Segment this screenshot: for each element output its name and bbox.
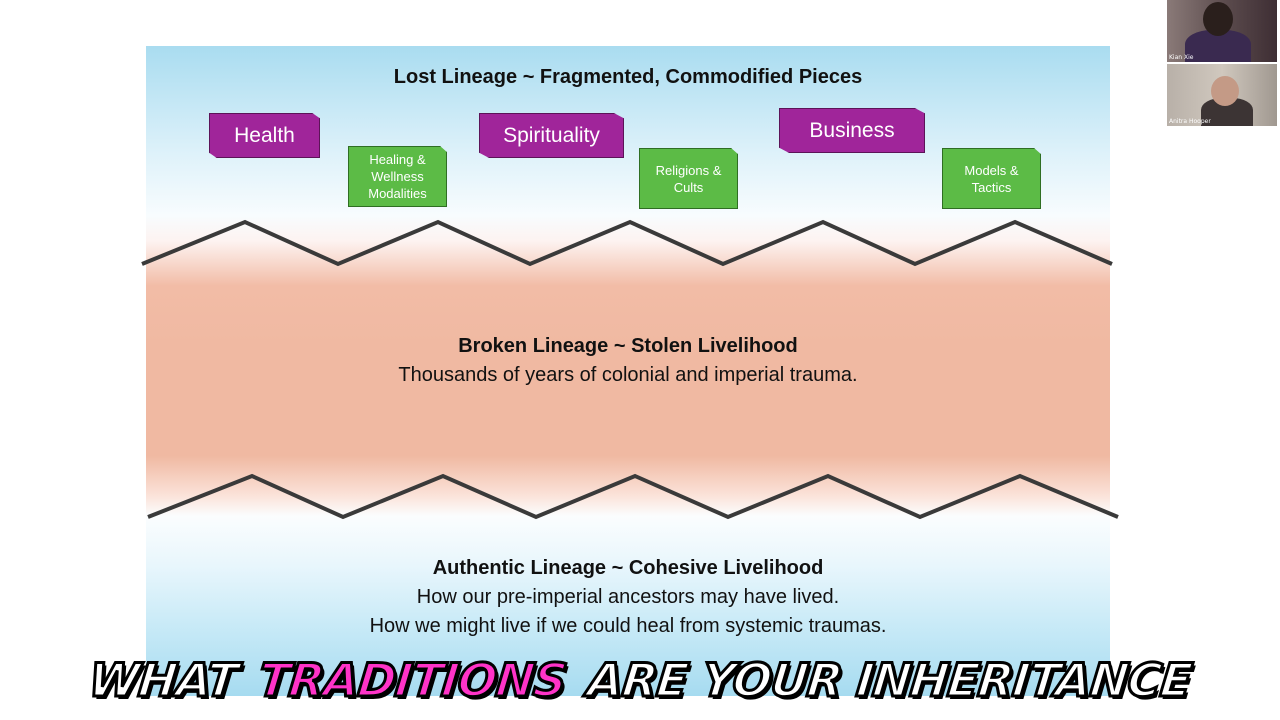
participant-video-2[interactable]: Anitra Hooper <box>1167 64 1277 126</box>
participant-video-1[interactable]: Kian Xie <box>1167 0 1277 62</box>
video-caption: WHAT TRADITIONS ARE YOUR INHERITANCE <box>0 640 1280 720</box>
participant-head <box>1203 2 1233 36</box>
chip-religions-cults: Religions & Cults <box>639 148 738 209</box>
chip-spirituality: Spirituality <box>479 113 624 158</box>
upper-zigzag-line <box>141 219 1113 267</box>
authentic-lineage-title: Authentic Lineage ~ Cohesive Livelihood <box>432 557 824 579</box>
chip-healing-wellness: Healing & Wellness Modalities <box>348 146 447 207</box>
chip-business: Business <box>779 108 925 153</box>
authentic-lineage-text-1: How our pre-imperial ancestors may have … <box>416 586 840 608</box>
caption-word-what: WHAT <box>85 652 242 709</box>
broken-lineage-title: Broken Lineage ~ Stolen Livelihood <box>458 335 798 357</box>
caption-rest: ARE YOUR INHERITANCE <box>583 652 1195 709</box>
chip-models-tactics: Models & Tactics <box>942 148 1041 209</box>
participant-name-2: Anitra Hooper <box>1169 118 1211 125</box>
participant-name-1: Kian Xie <box>1169 54 1194 61</box>
broken-lineage-text: Thousands of years of colonial and imper… <box>398 364 858 386</box>
chip-health: Health <box>209 113 320 158</box>
authentic-lineage-text-2: How we might live if we could heal from … <box>369 615 887 637</box>
presentation-slide: Lost Lineage ~ Fragmented, Commodified P… <box>146 46 1110 696</box>
slide-title: Lost Lineage ~ Fragmented, Commodified P… <box>393 66 863 88</box>
participant-head <box>1211 76 1239 106</box>
lower-zigzag-line <box>147 473 1119 520</box>
caption-word-traditions: TRADITIONS <box>255 652 571 709</box>
